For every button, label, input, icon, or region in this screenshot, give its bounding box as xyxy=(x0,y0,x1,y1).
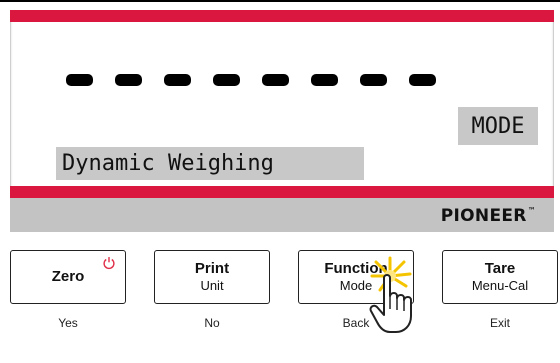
readout-dash xyxy=(164,74,191,86)
readout-dash xyxy=(262,74,289,86)
tare-secondary-label: Exit xyxy=(489,316,510,330)
readout-dash xyxy=(213,74,240,86)
print-button-sublabel: Unit xyxy=(200,278,224,293)
readout-dash xyxy=(360,74,387,86)
mode-label: MODE xyxy=(458,107,538,145)
brand-name: PIONEER xyxy=(440,206,527,226)
brand-bar: PIONEER™ xyxy=(10,198,554,232)
readout-dash xyxy=(311,74,338,86)
readout-dash xyxy=(115,74,142,86)
print-secondary-label: No xyxy=(204,316,220,330)
tare-button[interactable]: Tare Menu-Cal xyxy=(442,250,558,304)
zero-secondary-label: Yes xyxy=(58,316,78,330)
power-icon xyxy=(103,257,115,270)
tare-button-label: Tare xyxy=(484,260,516,277)
function-button-label: Function xyxy=(324,260,388,277)
trademark: ™ xyxy=(527,206,536,215)
function-button[interactable]: Function Mode xyxy=(298,250,414,304)
weight-readout xyxy=(66,74,436,92)
zero-button[interactable]: Zero xyxy=(10,250,126,304)
tare-button-sublabel: Menu-Cal xyxy=(471,278,529,293)
display-top-stripe xyxy=(10,10,554,22)
hand-pointer-icon xyxy=(369,256,412,333)
function-secondary-label: Back xyxy=(342,316,370,330)
zero-button-label: Zero xyxy=(51,268,85,285)
display-bottom-stripe xyxy=(10,186,554,198)
readout-dash xyxy=(409,74,436,86)
status-text: Dynamic Weighing xyxy=(56,147,364,180)
function-button-sublabel: Mode xyxy=(339,278,373,293)
top-rule xyxy=(0,0,560,2)
readout-dash xyxy=(66,74,93,86)
print-button-label: Print xyxy=(194,260,230,277)
brand-logo: PIONEER™ xyxy=(441,206,536,226)
print-button[interactable]: Print Unit xyxy=(154,250,270,304)
